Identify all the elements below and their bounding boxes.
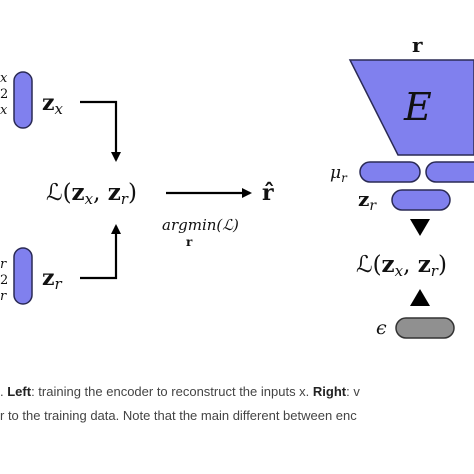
encoder-label: E bbox=[403, 85, 432, 129]
top-input-label-2: 2 bbox=[0, 87, 8, 102]
z-r-label: zr bbox=[42, 265, 63, 293]
right-panel: r E μr zr ℒ(zx, zr) ϵ bbox=[330, 33, 474, 339]
encoder-input-r: r bbox=[412, 33, 423, 57]
left-loss: ℒ(zx, zr) bbox=[46, 179, 137, 208]
z-x-label: zx bbox=[42, 90, 64, 118]
bottom-input-label-1: r bbox=[0, 257, 7, 272]
left-panel: x 2 x zx ℒ(zx, zr) r̂ argmin(ℒ) r r 2 r … bbox=[0, 71, 274, 305]
argmin-label: argmin(ℒ) bbox=[162, 216, 239, 234]
argmin-subscript: r bbox=[186, 235, 193, 249]
mu-vector bbox=[359, 161, 421, 183]
top-input-label-1: x bbox=[0, 71, 8, 86]
mu-label: μr bbox=[330, 163, 348, 185]
encoder-block bbox=[348, 59, 474, 156]
bottom-input-label-3: r bbox=[0, 289, 7, 304]
right-z-r-vector bbox=[391, 189, 451, 211]
caption-right-label: Right bbox=[312, 384, 347, 399]
bottom-input-label-2: 2 bbox=[0, 273, 8, 288]
caption-left-label: Left bbox=[7, 384, 32, 399]
arrow-down-to-loss bbox=[410, 219, 430, 236]
output-r-hat: r̂ bbox=[262, 180, 274, 206]
figure-caption: . Left: training the encoder to reconstr… bbox=[0, 380, 474, 428]
arrow-zr-to-loss bbox=[80, 224, 121, 280]
caption-line-2: r to the training data. Note that the ma… bbox=[0, 408, 357, 423]
arrow-up-to-loss bbox=[410, 289, 430, 306]
z-x-vector bbox=[13, 71, 33, 129]
z-r-vector bbox=[13, 247, 33, 305]
caption-right-text: : v bbox=[346, 384, 360, 399]
caption-left-text: : training the encoder to reconstruct th… bbox=[31, 384, 313, 399]
right-z-r-label: zr bbox=[358, 187, 377, 214]
epsilon-label: ϵ bbox=[376, 317, 387, 339]
caption-line-1: . Left: training the encoder to reconstr… bbox=[0, 380, 474, 404]
top-input-label-3: x bbox=[0, 103, 8, 118]
caption-prefix: . bbox=[0, 384, 8, 399]
noise-vector bbox=[395, 317, 455, 339]
sigma-vector bbox=[425, 161, 474, 183]
arrow-zx-to-loss bbox=[80, 100, 121, 162]
right-loss: ℒ(zx, zr) bbox=[356, 251, 447, 280]
